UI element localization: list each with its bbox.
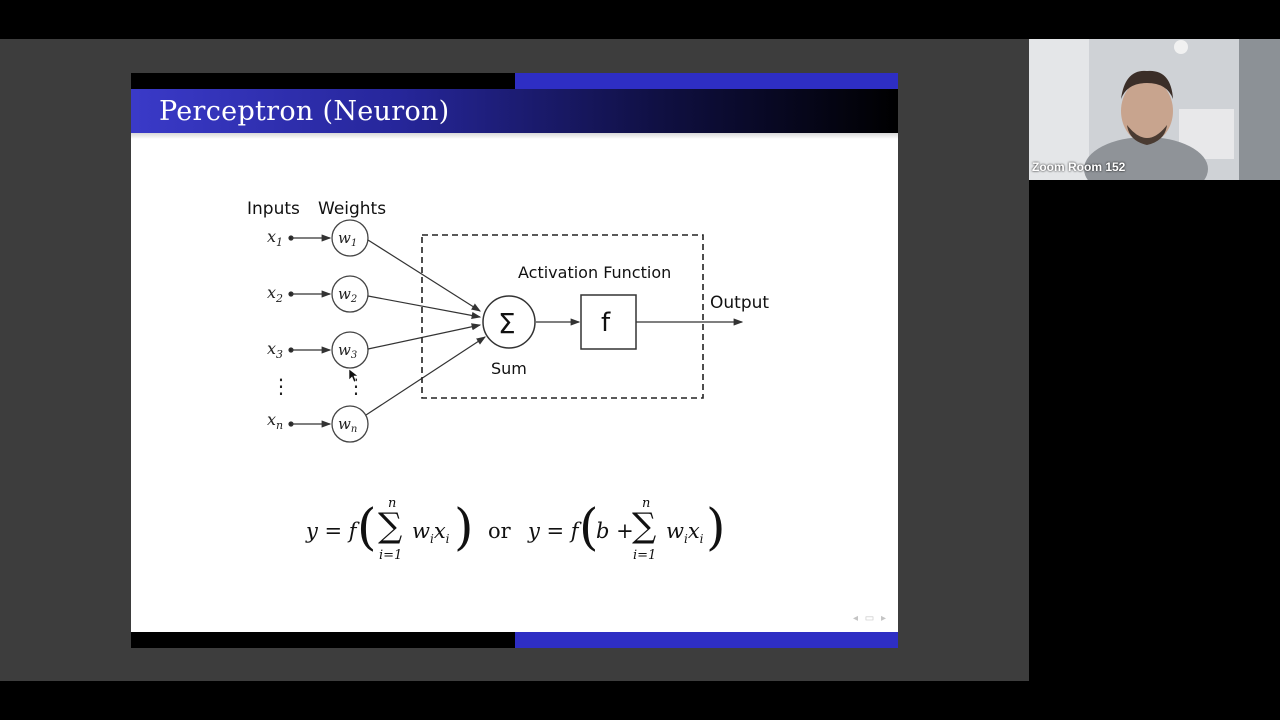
perceptron-formula: y = f ( n ∑ i=1 wixi ) or y = f ( b + n … xyxy=(306,496,726,568)
sum-label: Sum xyxy=(491,359,527,378)
formula-term-1: wixi xyxy=(412,519,450,547)
formula-close-paren-2: ) xyxy=(706,498,726,556)
sum-symbol: Σ xyxy=(498,307,516,340)
slide-bottom-bar-left xyxy=(131,632,515,648)
formula-lhs-1: y = f xyxy=(306,519,357,543)
formula-open-paren-2: ( xyxy=(579,498,599,556)
weights-header: Weights xyxy=(318,199,386,219)
formula-close-paren-1: ) xyxy=(454,498,474,556)
weights-ellipsis: ⋮ xyxy=(346,374,366,398)
slide-top-bar-right xyxy=(515,73,898,89)
formula-bias: b + xyxy=(596,519,634,543)
presentation-slide: Perceptron (Neuron) Inputs Weights x1 x2… xyxy=(131,73,898,648)
participant-video-feed xyxy=(1029,39,1280,180)
output-label: Output xyxy=(710,293,769,313)
weight-label-wn: wn xyxy=(338,415,357,435)
activation-dashed-box xyxy=(421,234,704,399)
formula-open-paren-1: ( xyxy=(357,498,377,556)
input-arrows xyxy=(288,234,332,428)
sum-upper-1: n xyxy=(388,496,397,511)
participant-name-label: Zoom Room 152 xyxy=(1032,160,1126,174)
mouse-cursor xyxy=(348,368,359,383)
slide-title-band xyxy=(131,89,898,133)
participant-video-tile[interactable] xyxy=(1029,39,1280,180)
slide-nav-controls[interactable]: ◂ ▭ ▸ xyxy=(853,613,889,624)
input-label-xn: xn xyxy=(267,410,283,432)
sum-symbol-2: ∑ xyxy=(632,506,657,546)
weight-nodes xyxy=(331,219,369,443)
weight-label-w3: w3 xyxy=(338,341,357,361)
weight-label-w2: w2 xyxy=(338,285,357,305)
inputs-header: Inputs xyxy=(247,199,300,219)
input-label-x1: x1 xyxy=(267,227,283,249)
input-label-x3: x3 xyxy=(267,339,283,361)
formula-or: or xyxy=(488,519,511,543)
sum-symbol-1: ∑ xyxy=(378,506,403,546)
sum-lower-2: i=1 xyxy=(633,548,657,563)
title-shadow xyxy=(131,133,898,139)
function-symbol: f xyxy=(601,308,611,338)
slide-top-bar-left xyxy=(131,73,515,89)
perceptron-diagram: Inputs Weights x1 x2 x3 xn ⋮ ⋮ w1 w2 w3 … xyxy=(247,199,769,443)
weight-to-sum-arrows xyxy=(365,239,487,416)
function-box xyxy=(580,294,637,350)
weight-label-w1: w1 xyxy=(338,229,357,249)
sum-lower-1: i=1 xyxy=(379,548,403,563)
sum-node xyxy=(482,295,536,349)
input-label-x2: x2 xyxy=(267,283,283,305)
formula-term-2: wixi xyxy=(666,519,704,547)
slide-bottom-bar-right xyxy=(515,632,898,648)
formula-sum-2: n ∑ i=1 xyxy=(630,496,664,568)
inputs-ellipsis: ⋮ xyxy=(271,374,291,398)
slide-title: Perceptron (Neuron) xyxy=(159,96,450,127)
formula-lhs-2: y = f xyxy=(528,519,579,543)
formula-sum-1: n ∑ i=1 xyxy=(376,496,410,568)
activation-function-label: Activation Function xyxy=(518,263,671,282)
sum-upper-2: n xyxy=(642,496,651,511)
